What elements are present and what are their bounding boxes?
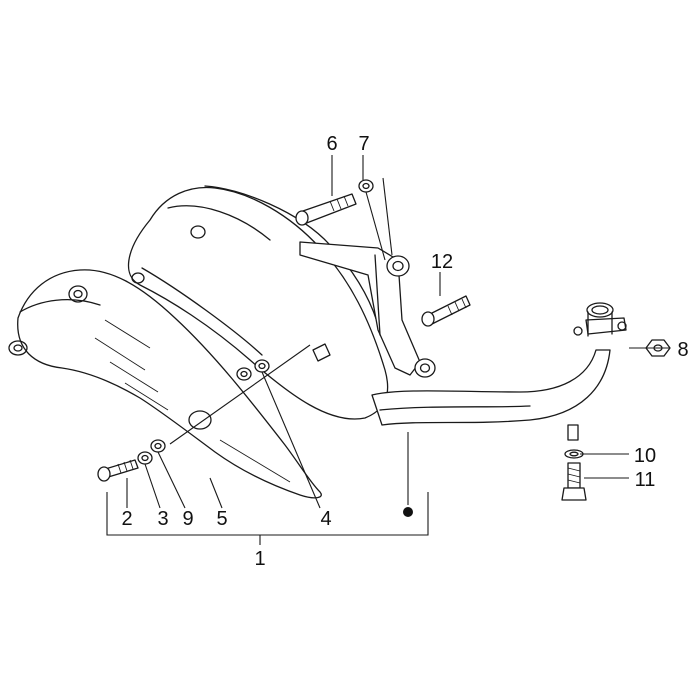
callout-2: 2 (121, 508, 132, 530)
heat-shield (8, 269, 322, 499)
assembly-marker-dot (403, 507, 413, 517)
mounting-bracket (299, 241, 436, 378)
callout-10: 10 (634, 445, 656, 467)
callout-6: 6 (326, 133, 337, 155)
spacer-4 (312, 343, 331, 362)
callout-9: 9 (182, 508, 193, 530)
callout-1: 1 (254, 548, 265, 570)
callouts: 1 2 3 9 5 4 6 7 12 8 10 11 (121, 133, 688, 570)
leader-lines (106, 155, 669, 545)
callout-3: 3 (157, 508, 168, 530)
washer-7 (358, 179, 374, 193)
fasteners (97, 179, 671, 501)
washer-9 (150, 439, 166, 453)
callout-7: 7 (358, 133, 369, 155)
callout-11: 11 (635, 469, 656, 491)
callout-4: 4 (320, 508, 331, 530)
callout-12: 12 (431, 251, 453, 273)
exhaust-pipe (371, 302, 627, 426)
callout-8: 8 (677, 339, 688, 361)
callout-5: 5 (216, 508, 227, 530)
washer-3 (137, 451, 153, 465)
